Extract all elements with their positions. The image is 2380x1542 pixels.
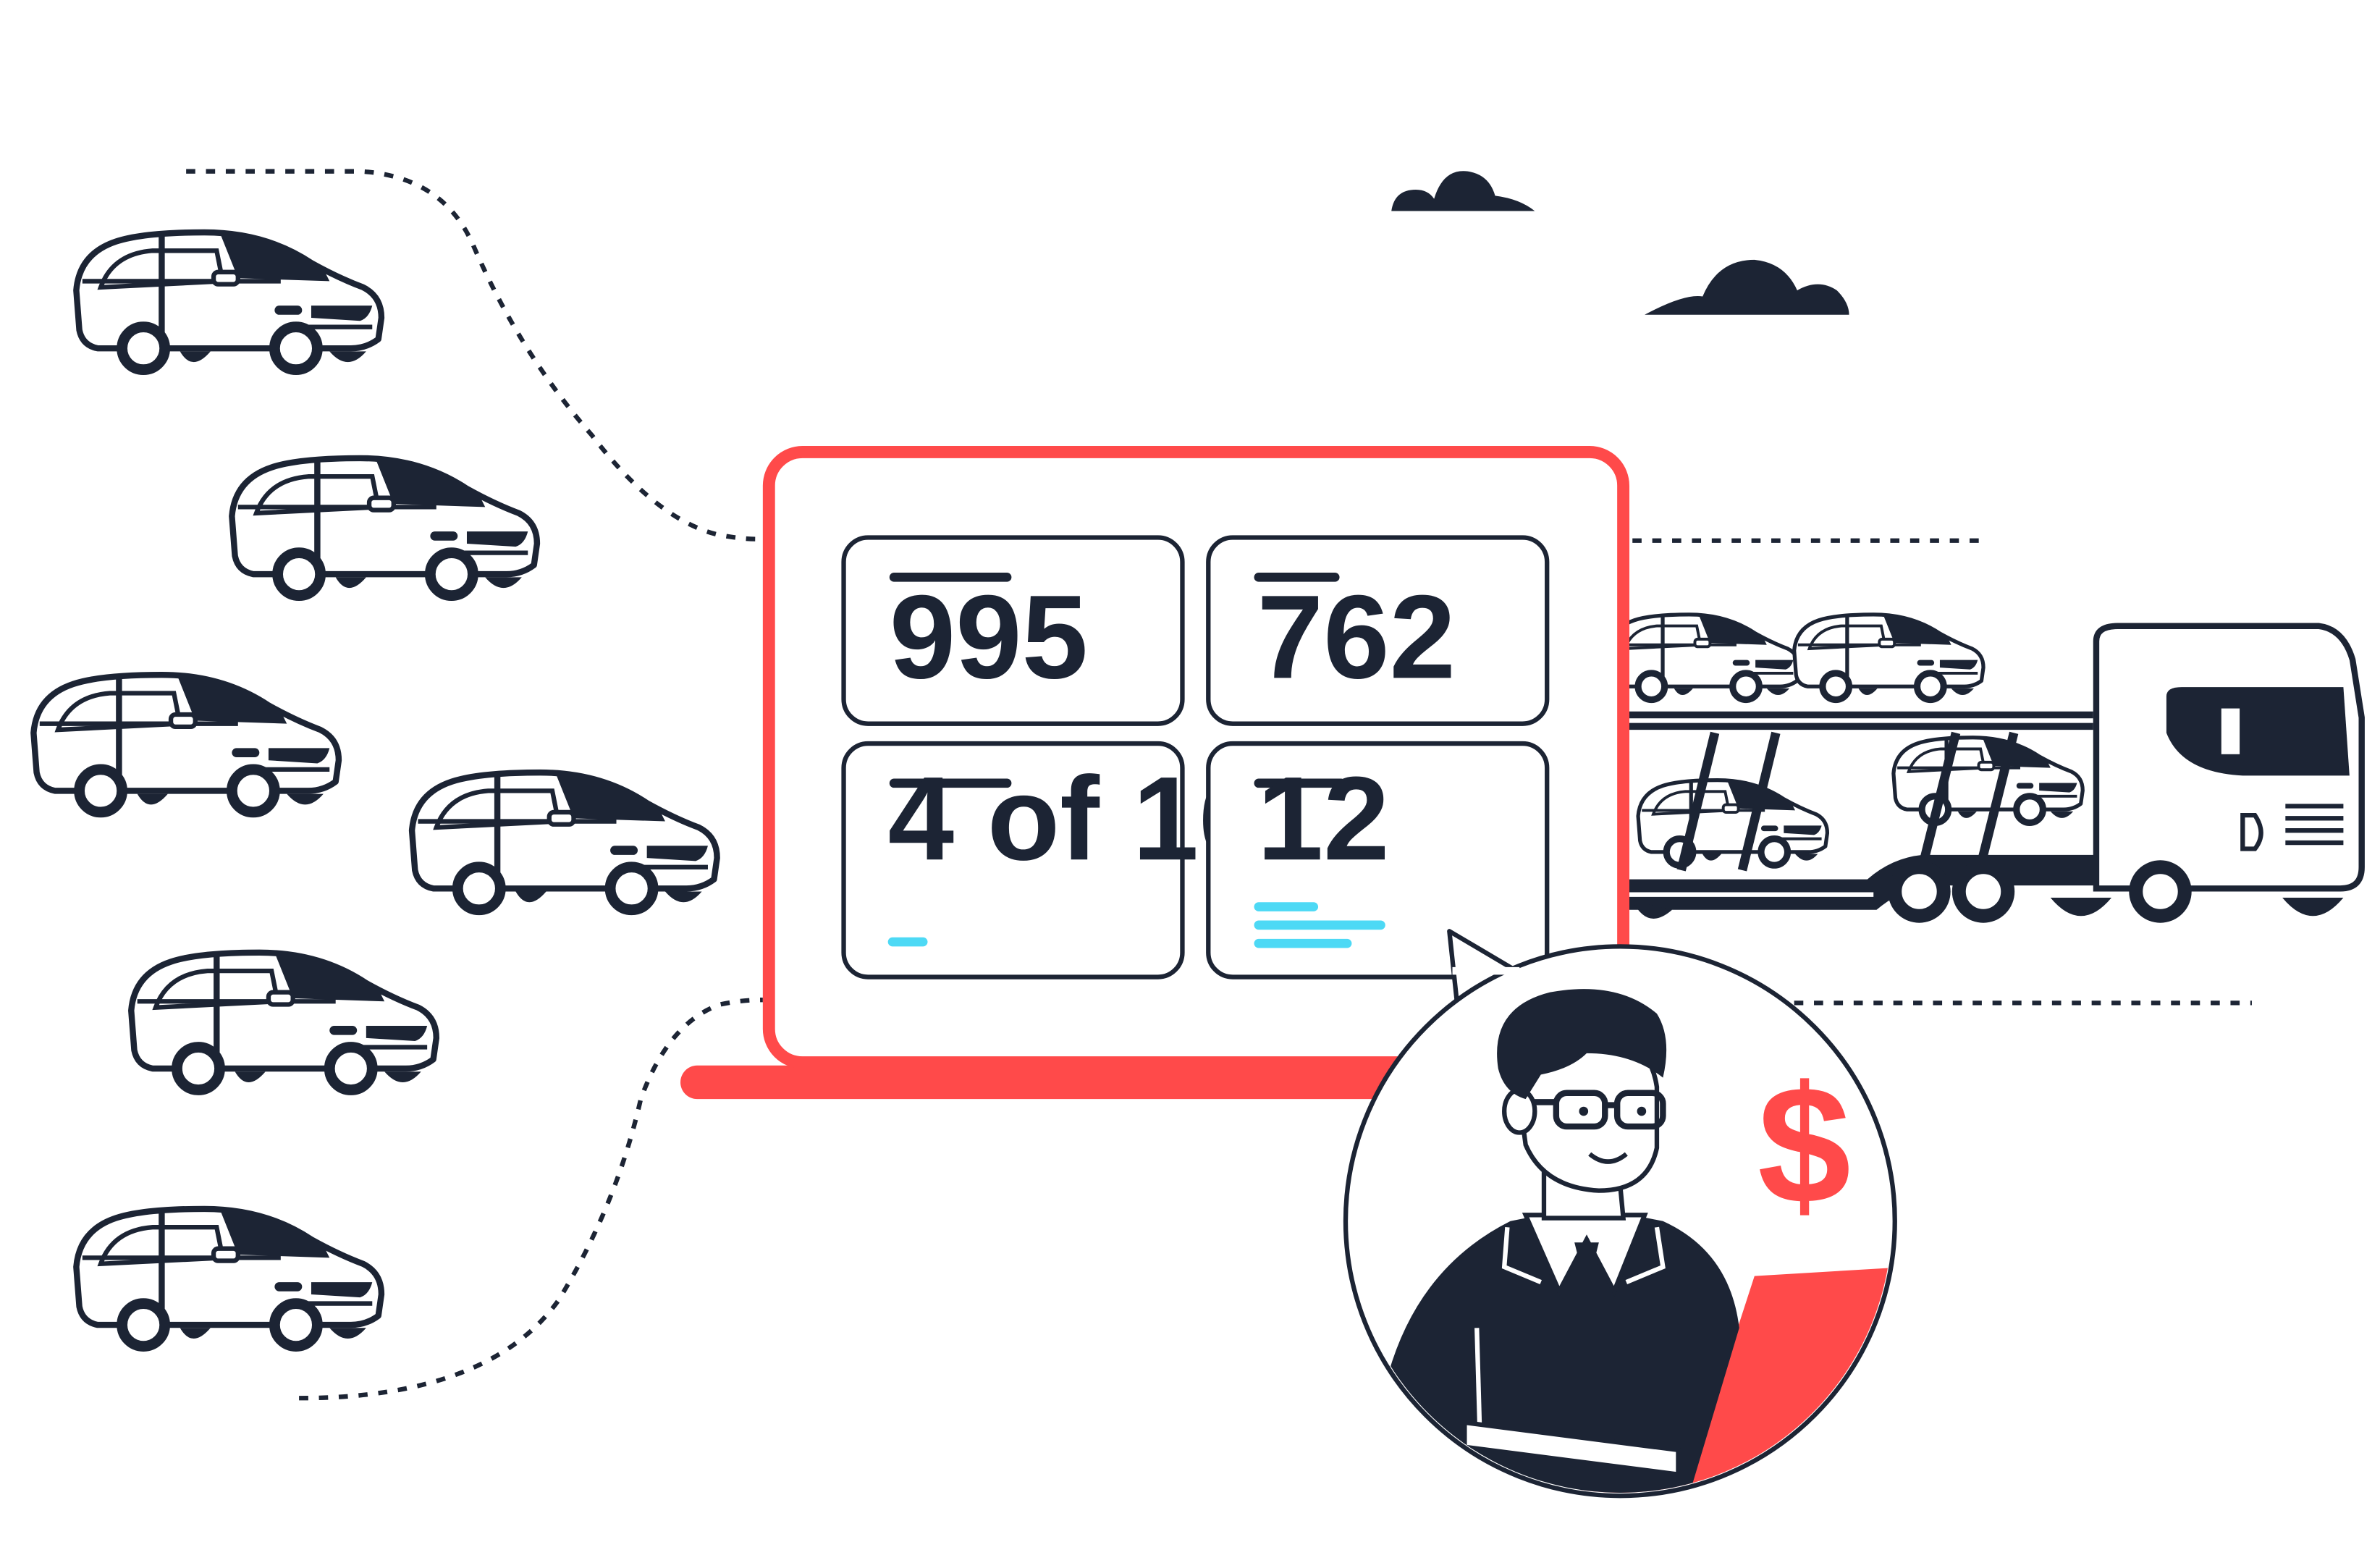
dotted-connectors: [186, 169, 2252, 1401]
stat-value: 762: [1257, 570, 1456, 703]
card-label-placeholder: [889, 573, 1012, 582]
car-icon: [131, 953, 436, 1090]
stat-card[interactable]: 762: [1206, 535, 1550, 726]
dollar-sign: $: [1757, 1051, 1851, 1239]
cloud-icon: [1645, 259, 1849, 315]
card-label-placeholder: [1254, 573, 1340, 582]
car-icon: [76, 232, 381, 370]
stat-value: 4 of 16: [888, 751, 1265, 885]
car-icon: [232, 458, 537, 596]
car-icon: [76, 1209, 381, 1347]
progress-bar: [887, 937, 928, 947]
car-carrier-truck-icon: [1610, 615, 2365, 923]
card-label-placeholder: [1254, 778, 1346, 788]
car-fleet: [33, 232, 717, 1347]
card-label-placeholder: [889, 778, 1012, 788]
stat-card[interactable]: 4 of 16: [841, 741, 1265, 979]
stat-card[interactable]: 12: [1206, 741, 1550, 979]
dashboard-screen: 995 762 4 of 16 12: [841, 535, 1550, 979]
car-icon: [412, 772, 717, 910]
mini-bar-chart: [1254, 902, 1385, 948]
stat-value: 995: [890, 570, 1088, 703]
cloud-icon: [1391, 171, 1535, 211]
car-icon: [33, 675, 339, 812]
stat-card[interactable]: 995: [841, 535, 1185, 726]
stat-value: 12: [1257, 751, 1390, 885]
